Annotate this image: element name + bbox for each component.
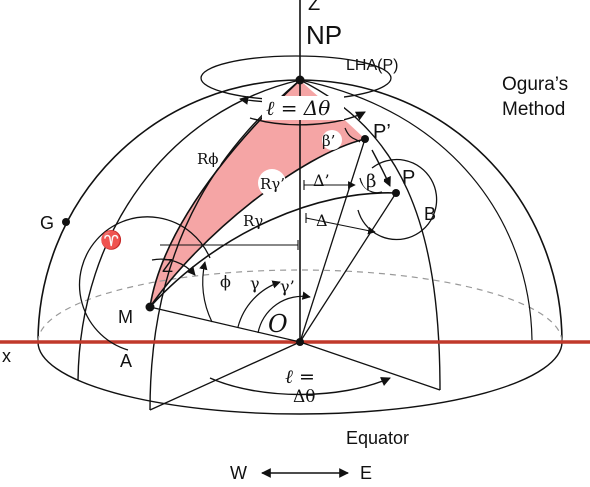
- delta-prime-bracket: [303, 180, 355, 190]
- beta-bg: [362, 169, 384, 191]
- horizon-back-ellipse: [37, 269, 563, 343]
- radius-op: [299, 192, 397, 343]
- p-prime-point: [361, 135, 369, 143]
- z-axis-label: Z: [308, 0, 320, 15]
- method-label-line1: Ogura’s: [502, 74, 568, 95]
- gamma-label: γ: [250, 274, 260, 293]
- phi-tick: [160, 240, 299, 250]
- beta-prime-label: β’: [322, 132, 335, 150]
- shaded-triangle: [150, 80, 365, 307]
- arc-r-phi: [149, 79, 301, 308]
- origin-point: [296, 338, 304, 346]
- g-label: G: [40, 213, 54, 233]
- m-label: M: [118, 307, 133, 327]
- delta-bracket: [305, 213, 375, 232]
- a-label: A: [120, 351, 132, 371]
- beta-prime-arc: [344, 127, 361, 143]
- arrow-p-prime-to-p: [371, 149, 391, 187]
- p-label: P: [402, 167, 415, 189]
- ell-bottom-label-2: Δθ: [293, 387, 316, 407]
- gamma-prime-label: γ’: [280, 277, 295, 296]
- wedge-left: [149, 341, 301, 411]
- ell-top-bg: [262, 96, 344, 120]
- zenith-angle-label: Z: [162, 256, 173, 276]
- zenith-angle-arc: [151, 258, 196, 276]
- origin-label: O: [268, 310, 288, 338]
- delta-label: Δ: [316, 211, 328, 230]
- r-gamma-label: Rγ: [243, 212, 263, 230]
- g-point: [62, 218, 70, 226]
- wedge-right: [299, 341, 441, 391]
- r-gamma-prime-bg: [258, 169, 286, 197]
- west-label: W: [230, 463, 247, 483]
- aries-label: ♈: [100, 229, 122, 250]
- phi-label: ϕ: [220, 272, 231, 291]
- phi-arc: [199, 261, 213, 323]
- radius-om: [149, 306, 301, 343]
- r-phi-label: Rϕ: [197, 150, 219, 168]
- north-pole-label: NP: [306, 20, 342, 50]
- beta-prime-bg: [322, 130, 342, 150]
- arc-r-gamma-prime: [149, 138, 366, 308]
- r-phi-bg: [194, 144, 222, 172]
- b-label: B: [424, 204, 436, 224]
- ell-top-label: ℓ = Δθ: [266, 96, 330, 120]
- ell-bottom-arrow: [209, 377, 391, 396]
- radius-op-prime: [299, 138, 366, 343]
- x-axis-label: x: [2, 346, 11, 366]
- delta-prime-label: Δ’: [313, 171, 330, 190]
- m-point: [145, 302, 155, 312]
- r-gamma-prime-label: Rγ’: [260, 175, 285, 193]
- gamma-arc: [237, 280, 281, 328]
- east-label: E: [360, 463, 372, 483]
- north-pole-point: [295, 75, 305, 85]
- gamma-prime-arc: [257, 291, 311, 334]
- method-label-line2: Method: [502, 99, 565, 120]
- circle-a: [78, 216, 211, 351]
- arc-r-gamma: [149, 192, 397, 308]
- p-point: [392, 189, 400, 197]
- ell-top-arrow: [249, 111, 366, 126]
- p-prime-label: P’: [373, 121, 391, 143]
- horizon-front-ellipse: [37, 341, 563, 415]
- lha-label: LHA(P): [346, 57, 398, 74]
- meridian-right: [299, 79, 533, 341]
- beta-label: β: [366, 171, 376, 192]
- ell-bottom-label-1: ℓ =: [285, 366, 315, 388]
- equator-label: Equator: [346, 428, 409, 448]
